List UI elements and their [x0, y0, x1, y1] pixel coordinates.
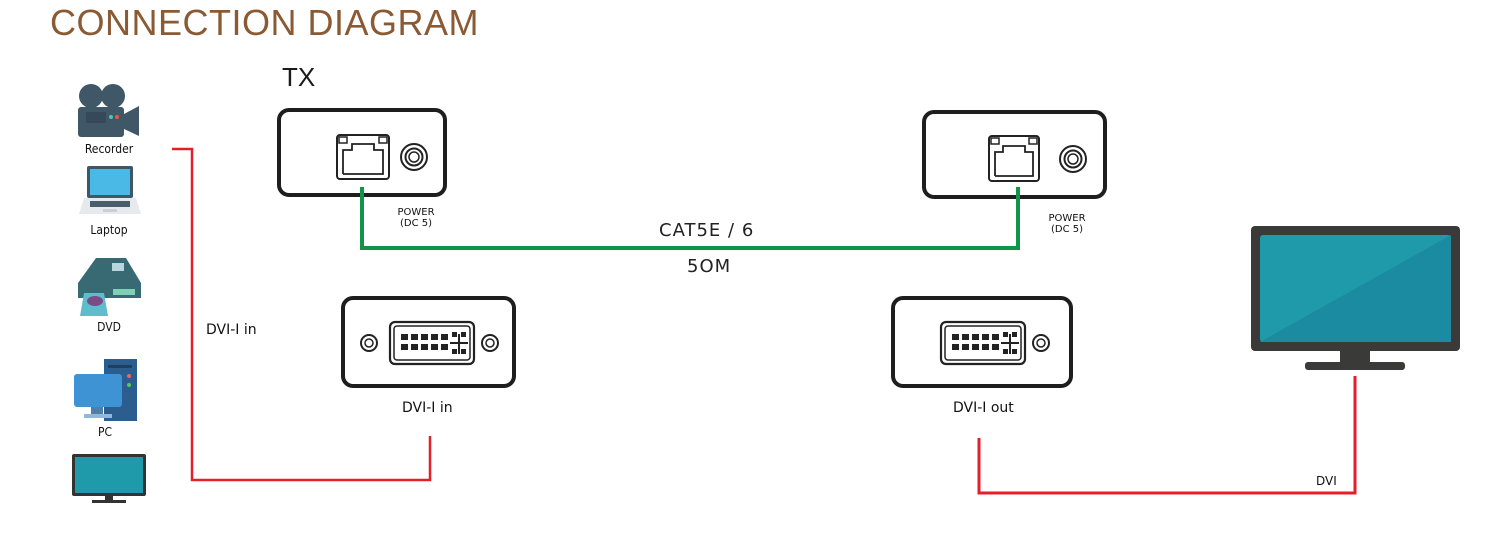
page-title: CONNECTION DIAGRAM	[50, 2, 480, 43]
tx-rj45-unit	[277, 108, 447, 197]
tx-power-label: POWER (DC 5)	[388, 207, 444, 229]
rj45-port-icon	[336, 134, 390, 180]
screw-icon	[360, 334, 378, 352]
source-label-recorder: Recorder	[84, 142, 134, 156]
tx-label: TX	[282, 62, 316, 92]
cable-distance-label: 5OM	[687, 256, 732, 277]
monitor-icon	[72, 454, 146, 503]
tx-power-label-line2: (DC 5)	[399, 218, 433, 229]
source-dvi-cable	[172, 147, 432, 482]
source-label-pc: PC	[97, 425, 113, 439]
source-label-laptop: Laptop	[90, 223, 128, 237]
dvd-player-icon	[78, 258, 141, 316]
rx-power-label-line1: POWER	[1048, 213, 1086, 224]
rj45-port-icon	[988, 135, 1040, 182]
display-dvi-cable	[977, 376, 1357, 495]
video-camera-icon	[78, 84, 139, 137]
screw-icon	[481, 334, 499, 352]
power-jack-icon	[400, 143, 428, 171]
dvi-port-icon	[939, 320, 1027, 366]
tx-dvi-unit	[341, 296, 516, 388]
rx-port-label: DVI-I out	[953, 400, 1014, 416]
cable-type-label: CAT5E / 6	[659, 220, 755, 241]
tx-power-label-line1: POWER	[397, 207, 435, 218]
rx-power-label: POWER (DC 5)	[1039, 213, 1095, 235]
tx-port-label: DVI-I in	[402, 400, 453, 416]
screw-icon	[1032, 334, 1050, 352]
desktop-pc-icon	[74, 359, 137, 421]
rx-rj45-unit	[922, 110, 1107, 199]
cat-cable	[360, 187, 1020, 250]
rx-dvi-unit	[891, 296, 1073, 388]
laptop-icon	[79, 166, 141, 214]
power-jack-icon	[1059, 145, 1087, 173]
display-cable-label: DVI	[1316, 474, 1337, 488]
rx-power-label-line2: (DC 5)	[1050, 224, 1084, 235]
dvi-port-icon	[388, 320, 476, 366]
source-label-dvd: DVD	[97, 320, 121, 334]
display-monitor-icon	[1251, 226, 1460, 370]
source-cable-label: DVI-I in	[206, 322, 257, 338]
